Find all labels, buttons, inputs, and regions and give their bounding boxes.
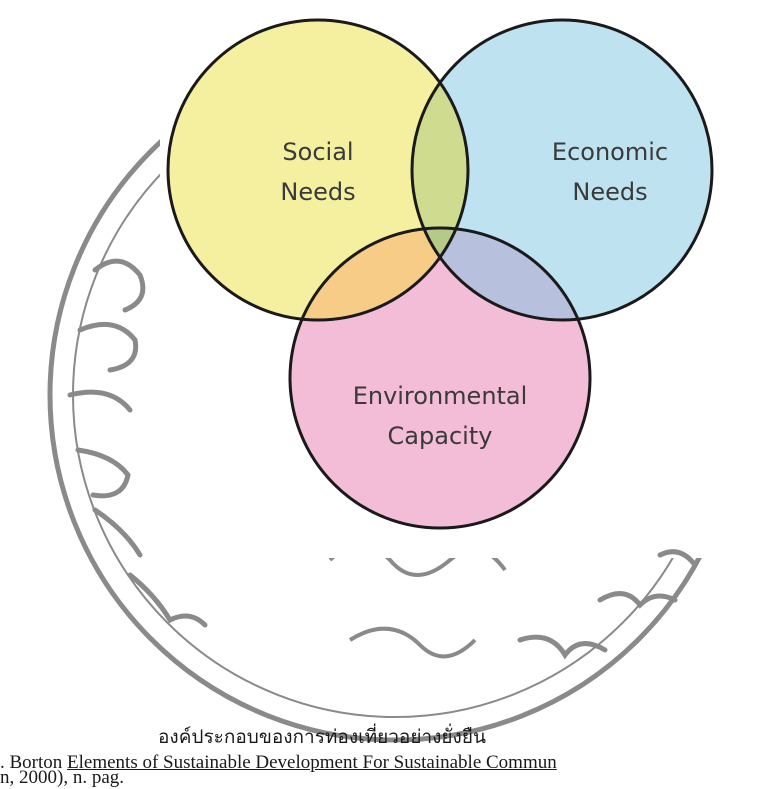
citation-line2-text: n, 2000), n. pag. (0, 767, 125, 788)
label-environmental-line1: Environmental (353, 382, 528, 410)
outline-economic (410, 18, 714, 322)
citation-prefix: . Borton (0, 752, 68, 773)
citation-line-2: n, 2000), n. pag. (0, 768, 124, 787)
outline-social (166, 18, 470, 322)
venn-diagram: Social Needs Economic Needs Environmenta… (166, 18, 714, 530)
label-environmental-line2: Capacity (388, 422, 493, 450)
watermark-letters (67, 258, 698, 660)
label-social-line2: Needs (280, 178, 355, 206)
caption-thai-text: องค์ประกอบของการท่องเที่ยวอย่างยั่งยืน (158, 727, 486, 748)
overlap-social-environmental (290, 228, 468, 320)
overlap-economic-environmental (412, 228, 590, 320)
label-social-line1: Social (282, 138, 353, 166)
label-economic-line1: Economic (552, 138, 668, 166)
citation-title: Elements of Sustainable Development For … (67, 752, 557, 773)
label-economic-line2: Needs (572, 178, 647, 206)
citation-line-1: . Borton Elements of Sustainable Develop… (0, 752, 557, 774)
figure-caption-thai: องค์ประกอบของการท่องเที่ยวอย่างยั่งยืน (158, 722, 486, 752)
outline-environmental (288, 226, 592, 530)
